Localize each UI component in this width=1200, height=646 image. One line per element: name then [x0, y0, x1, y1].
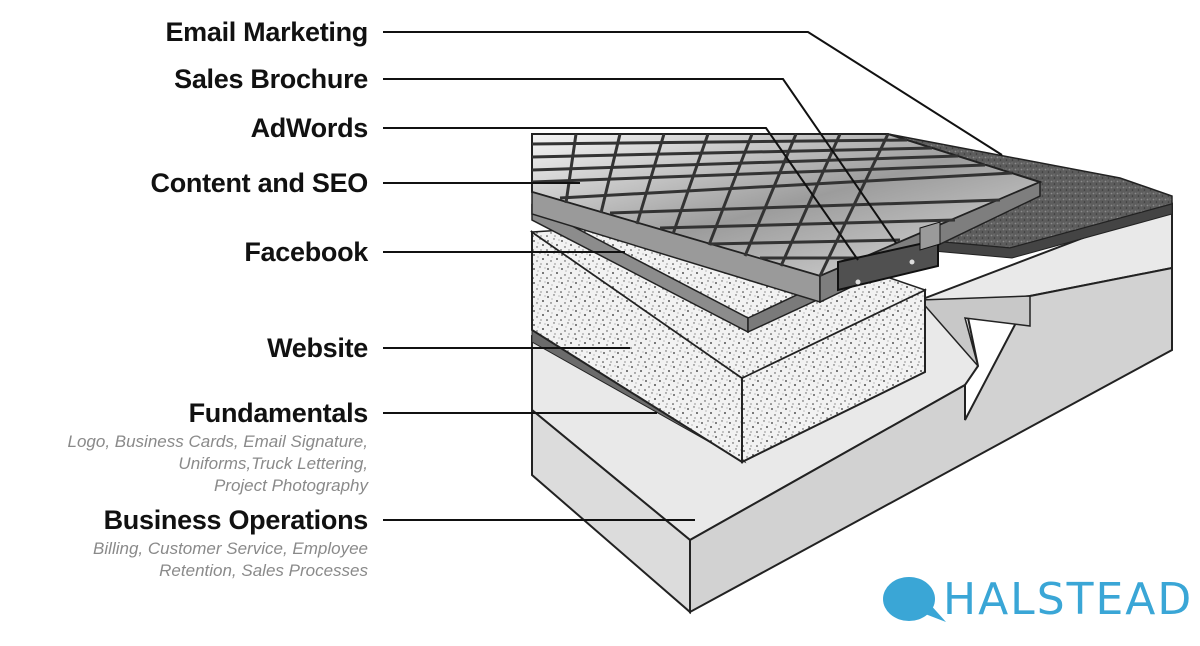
fundamentals-detail-line: Uniforms,Truck Lettering, [178, 454, 368, 473]
label-adwords: AdWords [250, 113, 369, 143]
leader-lines [383, 31, 1003, 521]
label-sales-brochure: Sales Brochure [174, 64, 368, 94]
business-operations-detail-line: Retention, Sales Processes [159, 561, 368, 580]
leader-sales-brochure [383, 78, 897, 244]
flashing-bracket [837, 221, 941, 292]
label-business-operations: Business Operations [103, 505, 369, 535]
leader-adwords [383, 127, 859, 261]
label-website: Website [267, 333, 368, 363]
label-content-seo: Content and SEO [150, 168, 369, 198]
business-operations-detail: Billing, Customer Service, Employee Rete… [93, 538, 368, 582]
fundamentals-detail-line: Project Photography [213, 476, 368, 495]
business-operations-detail-line: Billing, Customer Service, Employee [93, 539, 368, 558]
fundamentals-detail-line: Logo, Business Cards, Email Signature, [67, 432, 369, 451]
fundamentals-detail: Logo, Business Cards, Email Signature, U… [68, 431, 369, 497]
label-fundamentals: Fundamentals [188, 398, 369, 428]
label-email-marketing: Email Marketing [165, 17, 368, 47]
brand-logo-text: HALSTEAD [943, 574, 1194, 625]
label-facebook: Facebook [244, 237, 368, 267]
speech-bubble-icon [883, 577, 946, 622]
leader-email-marketing [383, 31, 1003, 156]
